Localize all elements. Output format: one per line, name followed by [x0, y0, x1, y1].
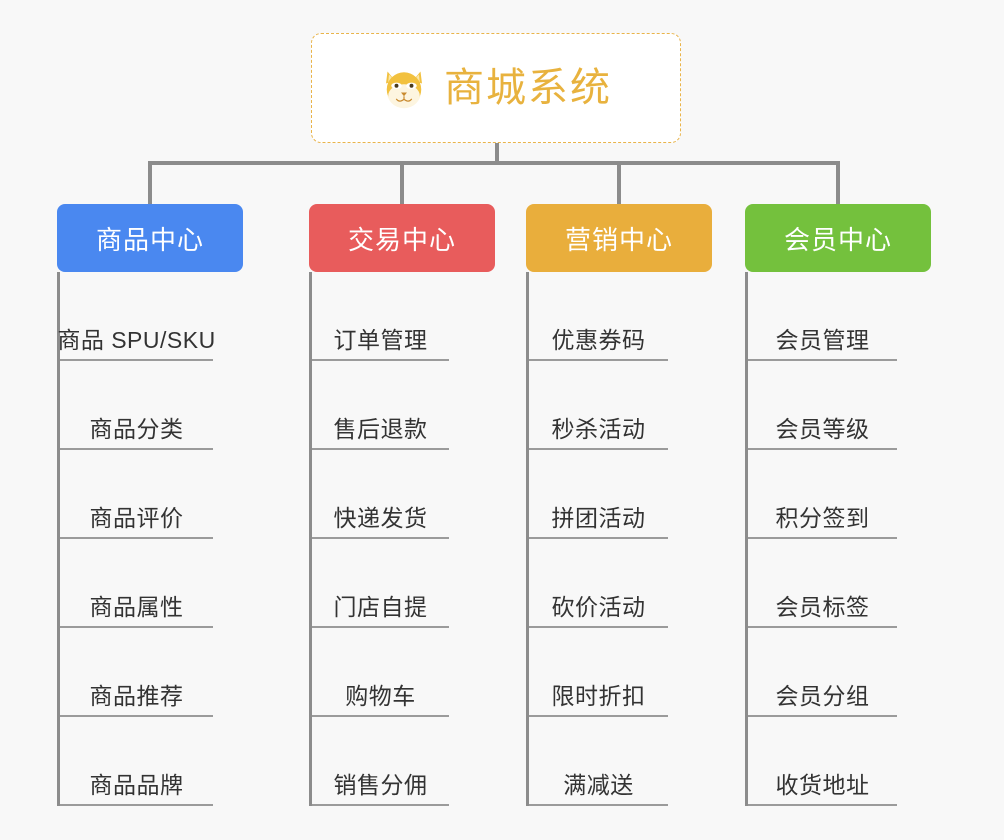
- list-item[interactable]: 会员标签: [748, 539, 897, 628]
- branch-column-1: 交易中心 订单管理 售后退款 快递发货 门店自提 购物车 销售分佣: [309, 204, 495, 806]
- leaf-label: 优惠券码: [551, 326, 646, 353]
- list-item[interactable]: 商品推荐: [60, 628, 213, 717]
- list-item[interactable]: 秒杀活动: [529, 361, 668, 450]
- list-item[interactable]: 商品评价: [60, 450, 213, 539]
- leaf-label: 会员管理: [775, 326, 870, 353]
- leaf-label: 收货地址: [775, 771, 870, 798]
- leaf-list-3: 会员管理 会员等级 积分签到 会员标签 会员分组 收货地址: [745, 272, 931, 806]
- leaf-label: 会员标签: [775, 593, 870, 620]
- list-item[interactable]: 订单管理: [312, 272, 449, 361]
- leaf-label: 会员分组: [775, 682, 870, 709]
- category-label-1: 交易中心: [347, 224, 456, 255]
- root-node[interactable]: 商城系统: [311, 33, 681, 143]
- leaf-label: 商品评价: [89, 504, 184, 531]
- leaf-label: 商品品牌: [89, 771, 184, 798]
- category-header-3[interactable]: 会员中心: [745, 204, 931, 272]
- list-item[interactable]: 快递发货: [312, 450, 449, 539]
- list-item[interactable]: 会员等级: [748, 361, 897, 450]
- leaf-label: 商品属性: [89, 593, 184, 620]
- leaf-label: 销售分佣: [333, 771, 428, 798]
- branch-column-2: 营销中心 优惠券码 秒杀活动 拼团活动 砍价活动 限时折扣 满减送: [526, 204, 712, 806]
- leaf-label: 砍价活动: [551, 593, 646, 620]
- list-item[interactable]: 积分签到: [748, 450, 897, 539]
- list-item[interactable]: 限时折扣: [529, 628, 668, 717]
- leaf-list-0: 商品 SPU/SKU 商品分类 商品评价 商品属性 商品推荐 商品品牌: [57, 272, 243, 806]
- branch-column-3: 会员中心 会员管理 会员等级 积分签到 会员标签 会员分组 收货地址: [745, 204, 931, 806]
- leaf-list-2: 优惠券码 秒杀活动 拼团活动 砍价活动 限时折扣 满减送: [526, 272, 712, 806]
- category-label-0: 商品中心: [95, 224, 204, 255]
- connector-drop-branch-0: [148, 161, 152, 206]
- list-item[interactable]: 商品分类: [60, 361, 213, 450]
- leaf-label: 限时折扣: [551, 682, 646, 709]
- leaf-label: 快递发货: [333, 504, 428, 531]
- list-item[interactable]: 会员管理: [748, 272, 897, 361]
- list-item[interactable]: 购物车: [312, 628, 449, 717]
- list-item[interactable]: 商品属性: [60, 539, 213, 628]
- root-title: 商城系统: [444, 66, 612, 110]
- category-label-2: 营销中心: [564, 224, 673, 255]
- shiba-dog-face-icon: [386, 71, 422, 109]
- leaf-label: 拼团活动: [551, 504, 646, 531]
- leaf-label: 售后退款: [333, 415, 428, 442]
- connector-main-bus: [148, 161, 838, 165]
- connector-drop-branch-3: [836, 161, 840, 206]
- leaf-label: 购物车: [345, 682, 416, 709]
- connector-drop-branch-2: [617, 161, 621, 206]
- leaf-label: 积分签到: [775, 504, 870, 531]
- leaf-label: 满减送: [563, 771, 634, 798]
- leaf-label: 秒杀活动: [551, 415, 646, 442]
- connector-root-stem: [495, 143, 499, 164]
- leaf-label: 门店自提: [333, 593, 428, 620]
- leaf-label: 商品 SPU/SKU: [57, 326, 216, 353]
- category-header-1[interactable]: 交易中心: [309, 204, 495, 272]
- category-header-2[interactable]: 营销中心: [526, 204, 712, 272]
- list-item[interactable]: 门店自提: [312, 539, 449, 628]
- list-item[interactable]: 拼团活动: [529, 450, 668, 539]
- leaf-label: 订单管理: [333, 326, 428, 353]
- list-item[interactable]: 售后退款: [312, 361, 449, 450]
- list-item[interactable]: 商品 SPU/SKU: [57, 272, 216, 361]
- leaf-label: 商品分类: [89, 415, 184, 442]
- category-label-3: 会员中心: [783, 224, 892, 255]
- list-item[interactable]: 会员分组: [748, 628, 897, 717]
- list-item[interactable]: 收货地址: [748, 717, 897, 806]
- list-item[interactable]: 商品品牌: [60, 717, 213, 806]
- leaf-label: 会员等级: [775, 415, 870, 442]
- leaf-label: 商品推荐: [89, 682, 184, 709]
- category-header-0[interactable]: 商品中心: [57, 204, 243, 272]
- list-item[interactable]: 砍价活动: [529, 539, 668, 628]
- list-item[interactable]: 满减送: [529, 717, 668, 806]
- list-item[interactable]: 优惠券码: [529, 272, 668, 361]
- connector-drop-branch-1: [400, 161, 404, 206]
- list-item[interactable]: 销售分佣: [312, 717, 449, 806]
- leaf-list-1: 订单管理 售后退款 快递发货 门店自提 购物车 销售分佣: [309, 272, 495, 806]
- branch-column-0: 商品中心 商品 SPU/SKU 商品分类 商品评价 商品属性 商品推荐 商品品牌: [57, 204, 243, 806]
